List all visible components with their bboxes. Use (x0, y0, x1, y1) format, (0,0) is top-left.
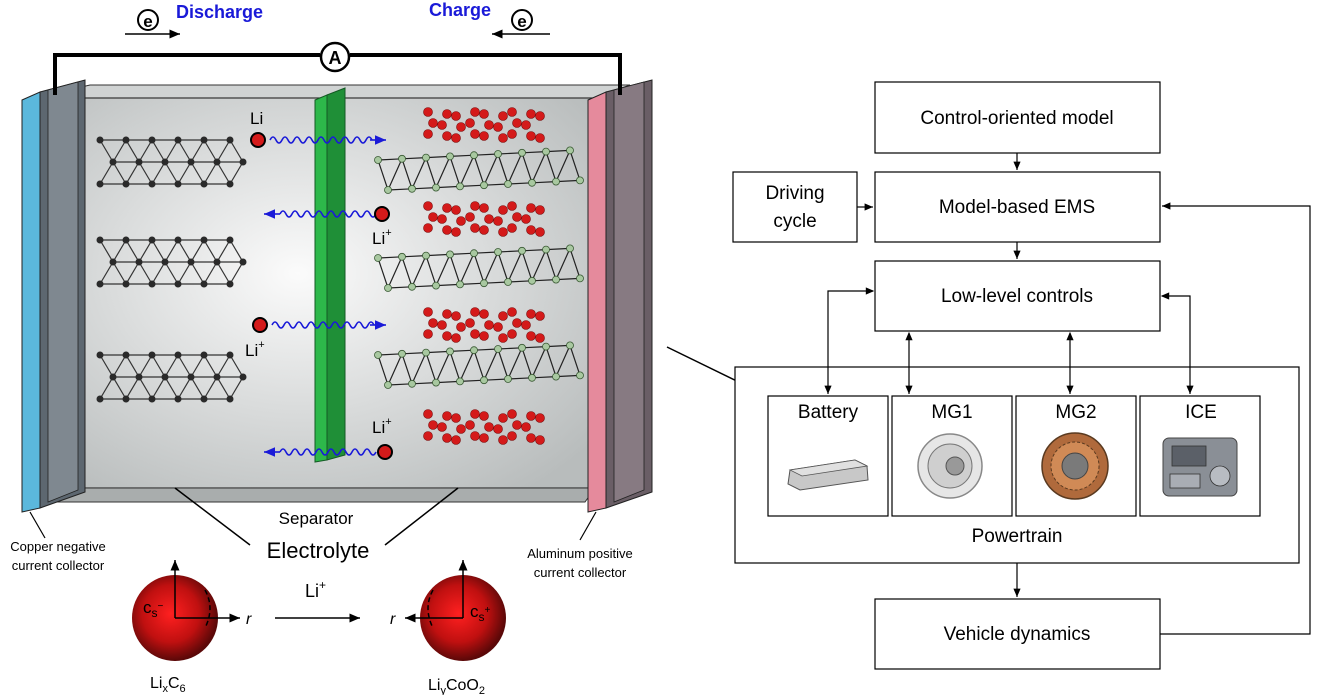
graphite-sheet (96, 351, 247, 403)
graphite-anode (96, 136, 247, 403)
ems-flow-diagram: Control-oriented model Driving cycle Mod… (732, 81, 1311, 670)
electrolyte-leader-left (174, 487, 251, 546)
svg-text:cycle: cycle (773, 211, 816, 232)
charge-label: Charge (429, 0, 491, 20)
ammeter-symbol: A (329, 48, 342, 68)
svg-text:current collector: current collector (12, 558, 105, 573)
cobalt-oxide-cathode (374, 146, 584, 389)
graphite-sheet (96, 136, 247, 188)
lithium-ions-cathode (423, 107, 545, 445)
svg-text:Li+: Li+ (372, 227, 392, 248)
negative-collector-label: Copper negative (10, 539, 105, 554)
arrow-controls-battery (824, 287, 875, 394)
mg1-motor-icon (917, 433, 983, 499)
ice-engine-icon (1162, 437, 1238, 497)
ion-transport-waves (264, 135, 386, 457)
cathode-concentration-label: cs+ (470, 602, 491, 624)
anode-concentration-label: cs− (143, 598, 164, 620)
cathode-layer (374, 244, 584, 292)
negative-collector (21, 91, 41, 513)
li-ion (252, 317, 268, 333)
electrolyte-leader-right (384, 487, 459, 546)
electrolyte-label: Electrolyte (267, 538, 370, 563)
vehicle-dynamics-label: Vehicle dynamics (944, 624, 1091, 645)
driving-cycle-box (732, 171, 858, 243)
mg2-motor-icon (1041, 432, 1109, 500)
cathode-formula: LiyCoO2 (428, 677, 485, 695)
separator-label: Separator (279, 509, 354, 528)
li-ion (250, 132, 266, 148)
svg-text:MG2: MG2 (1055, 402, 1096, 423)
discharge-label: Discharge (176, 2, 263, 22)
svg-text:Driving: Driving (765, 183, 824, 204)
electron-icon-discharge (137, 9, 159, 31)
graphite-sheet (96, 236, 247, 288)
battery-pack-icon (787, 459, 869, 491)
svg-text:Li: Li (250, 109, 263, 128)
low-level-controls-box (874, 260, 1161, 332)
svg-text:ICE: ICE (1185, 402, 1217, 423)
li-transfer-label: Li+ (305, 578, 326, 601)
low-level-controls-label: Low-level controls (941, 286, 1093, 307)
model-based-ems-box (874, 171, 1161, 243)
svg-text:MG1: MG1 (931, 402, 972, 423)
powertrain-label: Powertrain (972, 526, 1063, 547)
svg-text:e: e (143, 12, 152, 31)
battery-box (767, 395, 889, 517)
arrow-controls-ice (1160, 292, 1194, 394)
ammeter-icon (319, 41, 351, 73)
cathode-layer (374, 146, 584, 194)
svg-text:r: r (246, 611, 252, 628)
vehicle-dynamics-box (874, 598, 1161, 670)
circuit-wire-right (350, 53, 622, 95)
separator (314, 94, 328, 463)
cathode-layer (374, 341, 584, 389)
circuit-wire-left (53, 53, 320, 95)
svg-text:r: r (390, 611, 396, 628)
cell-bottom-face (44, 487, 596, 503)
positive-collector-label: Aluminum positive (527, 546, 633, 561)
model-based-ems-label: Model-based EMS (939, 197, 1095, 218)
svg-text:Battery: Battery (798, 402, 859, 423)
electron-icon-charge (511, 9, 533, 31)
arrow-feedback-loop (1160, 202, 1311, 635)
positive-collector (587, 91, 607, 513)
li-ion (377, 444, 393, 460)
svg-text:Li+: Li+ (372, 416, 392, 437)
control-model-label: Control-oriented model (920, 108, 1113, 129)
svg-text:e: e (517, 12, 526, 31)
battery-cell: A e Discharge e Charge Li Li+ Li+ Li+ Se… (10, 0, 653, 695)
svg-text:current collector: current collector (534, 565, 627, 580)
svg-text:Li+: Li+ (245, 339, 265, 360)
anode-formula: LixC6 (150, 675, 186, 695)
li-ion (374, 206, 390, 222)
